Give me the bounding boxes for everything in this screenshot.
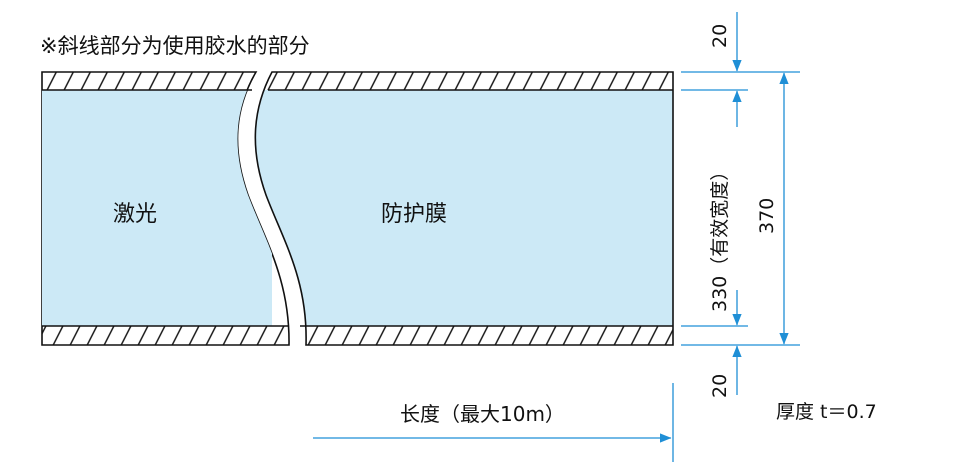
glue-strip-bottom-right <box>255 326 673 345</box>
length-label: 长度（最大10m） <box>400 402 565 426</box>
dimension-length <box>313 383 674 462</box>
film-left-section <box>41 71 290 346</box>
glue-area-note: ※斜线部分为使用胶水的部分 <box>40 34 310 58</box>
glue-strip-bottom-left <box>42 326 290 345</box>
film-right-fill <box>255 90 673 326</box>
dim-bottom-margin-text: 20 <box>709 374 731 398</box>
film-left-fill <box>42 90 272 326</box>
extension-lines <box>681 71 800 346</box>
glue-strip-top-right <box>255 72 673 90</box>
laser-label: 激光 <box>113 202 157 227</box>
film-right-section <box>254 71 674 346</box>
glue-strip-top-left <box>42 72 272 90</box>
protective-film-label: 防护膜 <box>381 202 447 227</box>
dim-top-margin-text: 20 <box>709 24 731 48</box>
dim-effective-width-text: 330（有效宽度） <box>709 162 731 312</box>
dim-total-width-text: 370 <box>756 198 778 234</box>
thickness-label: 厚度 t＝0.7 <box>776 401 877 423</box>
